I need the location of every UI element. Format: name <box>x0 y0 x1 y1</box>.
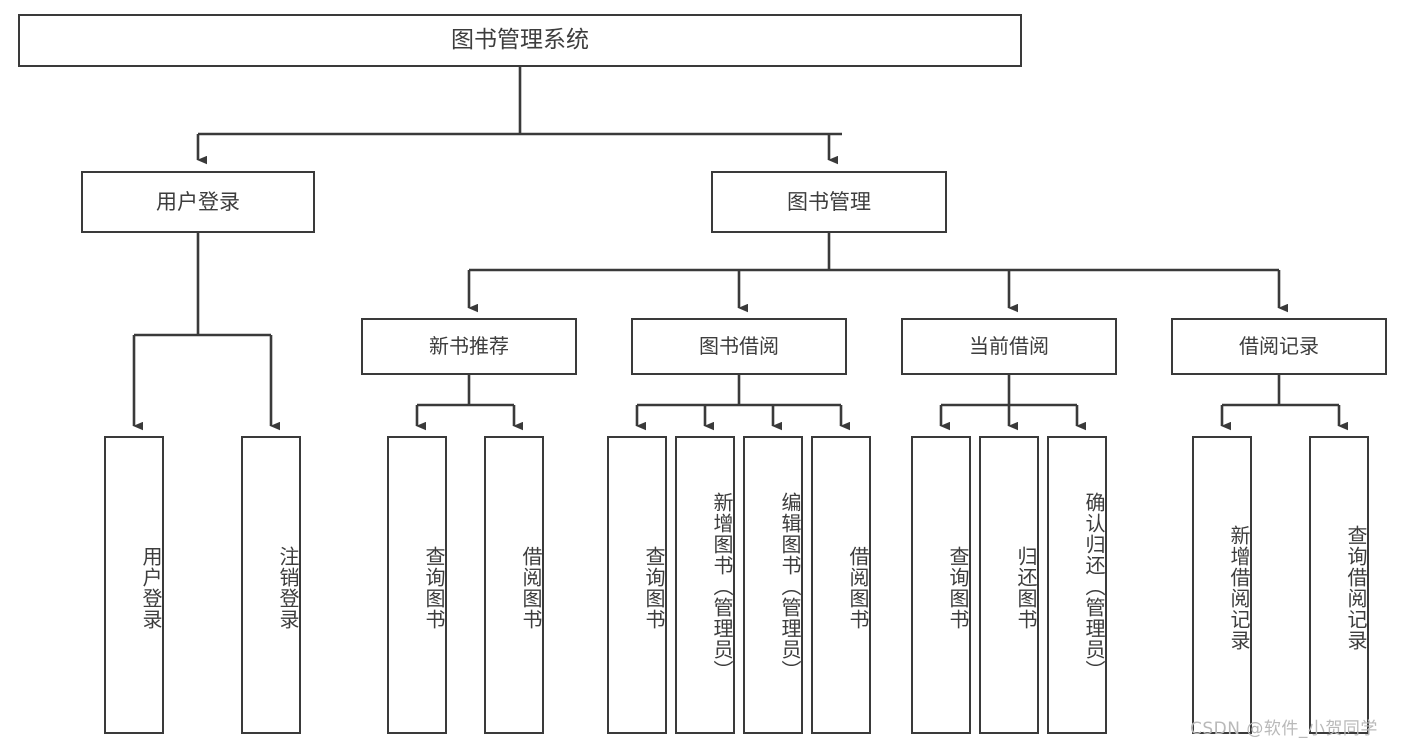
node-root-system[interactable]: 图书管理系统 <box>18 14 1022 67</box>
node-borrow-record[interactable]: 借阅记录 <box>1171 318 1387 375</box>
leaf-query-book-current[interactable]: 查询图书 <box>911 436 971 734</box>
node-book-borrow[interactable]: 图书借阅 <box>631 318 847 375</box>
leaf-query-book-recommend[interactable]: 查询图书 <box>387 436 447 734</box>
leaf-confirm-return-admin[interactable]: 确认归还（管理员） <box>1047 436 1107 734</box>
node-book-management[interactable]: 图书管理 <box>711 171 947 233</box>
leaf-return-book[interactable]: 归还图书 <box>979 436 1039 734</box>
leaf-edit-book-admin[interactable]: 编辑图书（管理员） <box>743 436 803 734</box>
leaf-borrow-book-recommend[interactable]: 借阅图书 <box>484 436 544 734</box>
leaf-add-borrow-record[interactable]: 新增借阅记录 <box>1192 436 1252 734</box>
node-current-borrow[interactable]: 当前借阅 <box>901 318 1117 375</box>
leaf-add-book-admin[interactable]: 新增图书（管理员） <box>675 436 735 734</box>
leaf-logout-login[interactable]: 注销登录 <box>241 436 301 734</box>
node-user-login[interactable]: 用户登录 <box>81 171 315 233</box>
csdn-watermark: CSDN @软件_小贺同学 <box>1190 719 1378 739</box>
node-new-book-recommend[interactable]: 新书推荐 <box>361 318 577 375</box>
leaf-query-borrow-record[interactable]: 查询借阅记录 <box>1309 436 1369 734</box>
leaf-borrow-book-borrow[interactable]: 借阅图书 <box>811 436 871 734</box>
leaf-query-book-borrow[interactable]: 查询图书 <box>607 436 667 734</box>
leaf-user-login[interactable]: 用户登录 <box>104 436 164 734</box>
